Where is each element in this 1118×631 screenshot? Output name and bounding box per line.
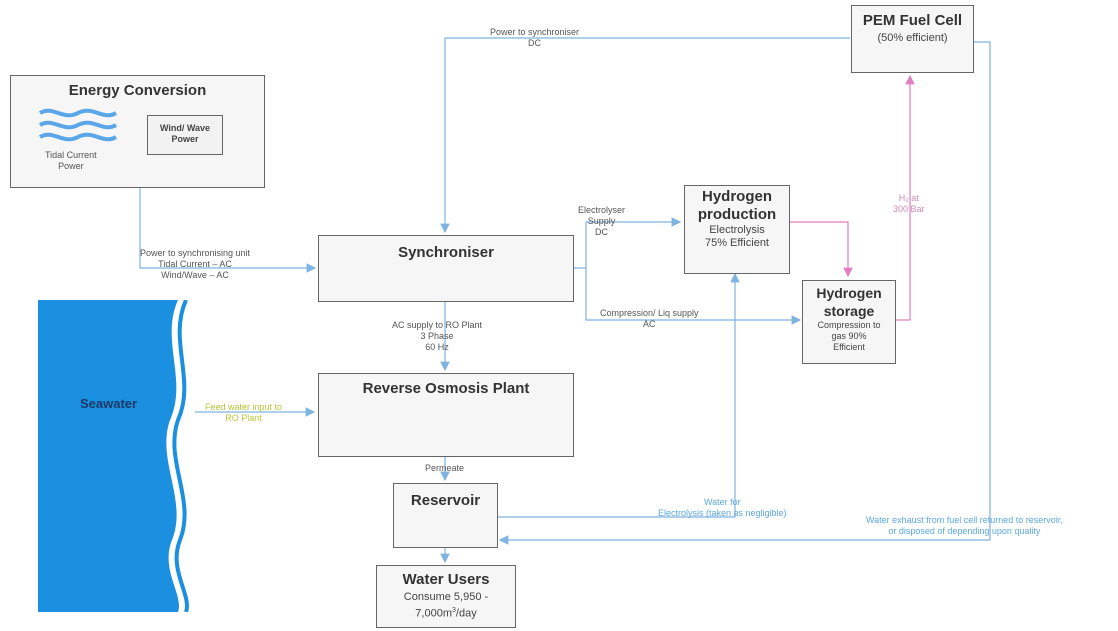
feed-water-label: Feed water input to RO Plant bbox=[205, 402, 282, 424]
water-electrolysis-line-1: Water for bbox=[703, 497, 741, 507]
h2-production-title-1: Hydrogen bbox=[701, 188, 772, 205]
hydrogen-production-box: Hydrogen production Electrolysis 75% Eff… bbox=[684, 185, 790, 274]
h2-production-title-2: production bbox=[697, 206, 777, 223]
h2-at-300-bar-label: H₂ at 300 Bar bbox=[893, 193, 925, 215]
power-sync-line-2: Tidal Current – AC bbox=[158, 259, 232, 269]
permeate-line-1: Permeate bbox=[425, 463, 465, 473]
h2-at-line-2: 300 Bar bbox=[893, 204, 925, 214]
water-users-consumption: Consume 5,950 - 7,000m3/day bbox=[377, 591, 515, 621]
h2-storage-title-2: storage bbox=[823, 303, 875, 319]
hydrogen-production-sub: Electrolysis 75% Efficient bbox=[685, 224, 789, 250]
pem-fuel-cell-title: PEM Fuel Cell bbox=[862, 12, 963, 29]
consume-line-2: 7,000m3/day bbox=[415, 607, 477, 620]
link-fuelcell-to-synchroniser bbox=[440, 37, 850, 234]
reverse-osmosis-title: Reverse Osmosis Plant bbox=[362, 380, 530, 397]
link-energy-to-synchroniser bbox=[139, 188, 317, 273]
power-to-sync-unit-label: Power to synchronising unit Tidal Curren… bbox=[140, 248, 250, 281]
seawater-label: Seawater bbox=[80, 396, 138, 411]
consume-line-1: Consume 5,950 - bbox=[403, 591, 489, 603]
pem-fuel-cell-box: PEM Fuel Cell (50% efficient) bbox=[851, 5, 974, 73]
power-sync-line-1: Power to synchronising unit bbox=[140, 248, 251, 258]
pem-fuel-cell-sub: (50% efficient) bbox=[877, 32, 948, 44]
water-for-electrolysis-label: Water for Electrolysis (taken as negligi… bbox=[658, 497, 787, 519]
permeate-label: Permeate bbox=[425, 463, 464, 474]
water-exhaust-line-2: or disposed of depending upon quality bbox=[888, 526, 1041, 536]
link-h2-storage-to-fuelcell bbox=[896, 74, 915, 321]
h2-production-sub-1: Electrolysis bbox=[709, 224, 765, 236]
wind-wave-power-box: Wind/ Wave Power bbox=[147, 115, 223, 155]
ac-supply-line-3: 60 Hz bbox=[425, 342, 449, 352]
waves-icon bbox=[38, 108, 118, 142]
tidal-current-power-label: Tidal Current Power bbox=[45, 150, 97, 172]
compression-line-2: AC bbox=[643, 319, 656, 329]
hydrogen-storage-sub: Compression to gas 90% Efficient bbox=[803, 320, 895, 353]
h2-at-line-1: H₂ at bbox=[898, 193, 919, 203]
synchroniser-box: Synchroniser bbox=[318, 235, 574, 302]
h2-storage-title-1: Hydrogen bbox=[816, 285, 882, 301]
power-sync-line-3: Wind/Wave – AC bbox=[161, 270, 229, 280]
electrolyser-line-3: DC bbox=[595, 227, 608, 237]
hydrogen-storage-title: Hydrogen storage bbox=[803, 284, 895, 320]
compression-supply-label: Compression/ Liq supply AC bbox=[600, 308, 699, 330]
windwave-line-1: Wind/ Wave bbox=[159, 123, 211, 133]
feed-water-line-2: RO Plant bbox=[225, 413, 262, 423]
water-electrolysis-line-2: Electrolysis (taken as negligible) bbox=[658, 508, 787, 518]
link-sync-to-h2-storage bbox=[585, 268, 802, 325]
link-h2-production-to-storage bbox=[790, 221, 853, 278]
windwave-line-2: Power bbox=[171, 134, 199, 144]
ac-supply-line-1: AC supply to RO Plant bbox=[392, 320, 483, 330]
h2-storage-sub-2: gas 90% bbox=[831, 331, 867, 341]
link-reservoir-to-electrolysis bbox=[498, 272, 740, 518]
h2-production-sub-2: 75% Efficient bbox=[704, 237, 769, 249]
link-sync-to-h2-production bbox=[574, 217, 682, 269]
tidal-line-2: Power bbox=[58, 161, 84, 171]
feed-water-line-1: Feed water input to bbox=[205, 402, 283, 412]
h2-storage-sub-3: Efficient bbox=[833, 342, 865, 352]
h2-storage-sub-1: Compression to bbox=[817, 320, 881, 330]
electrolyser-supply-label: Electrolyser Supply DC bbox=[578, 205, 625, 238]
water-exhaust-label: Water exhaust from fuel cell returned to… bbox=[866, 515, 1063, 537]
synchroniser-title: Synchroniser bbox=[398, 244, 494, 261]
electrolyser-line-1: Electrolyser bbox=[578, 205, 626, 215]
water-users-box: Water Users Consume 5,950 - 7,000m3/day bbox=[376, 565, 516, 628]
reverse-osmosis-box: Reverse Osmosis Plant bbox=[318, 373, 574, 457]
link-fuelcell-exhaust-to-reservoir bbox=[498, 41, 991, 545]
energy-conversion-box: Energy Conversion bbox=[10, 75, 265, 188]
reservoir-title: Reservoir bbox=[410, 492, 481, 509]
ac-supply-line-2: 3 Phase bbox=[420, 331, 454, 341]
power-synchroniser-line-2: DC bbox=[528, 38, 542, 48]
wind-wave-label: Wind/ Wave Power bbox=[148, 123, 222, 145]
ac-supply-ro-label: AC supply to RO Plant 3 Phase 60 Hz bbox=[392, 320, 482, 353]
power-synchroniser-line-1: Power to synchroniser bbox=[490, 27, 580, 37]
water-exhaust-line-1: Water exhaust from fuel cell returned to… bbox=[866, 515, 1063, 525]
reservoir-box: Reservoir bbox=[393, 483, 498, 548]
tidal-line-1: Tidal Current bbox=[45, 150, 97, 160]
water-users-title: Water Users bbox=[402, 571, 490, 588]
hydrogen-production-title: Hydrogen production bbox=[685, 188, 789, 224]
energy-conversion-title: Energy Conversion bbox=[68, 82, 207, 99]
seawater-block bbox=[38, 300, 189, 612]
power-to-synchroniser-dc-label: Power to synchroniser DC bbox=[490, 27, 579, 49]
compression-line-1: Compression/ Liq supply bbox=[600, 308, 699, 318]
hydrogen-storage-box: Hydrogen storage Compression to gas 90% … bbox=[802, 280, 896, 364]
electrolyser-line-2: Supply bbox=[587, 216, 616, 226]
